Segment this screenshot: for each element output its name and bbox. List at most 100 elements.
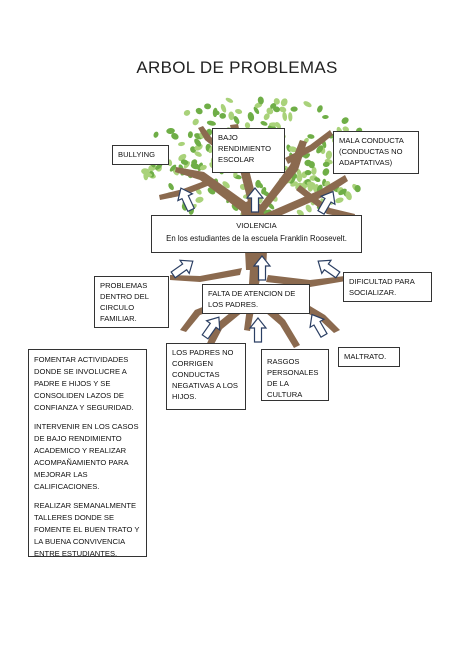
leaf: [166, 127, 175, 135]
leaf: [192, 118, 199, 126]
effect-line: (CONDUCTAS NO: [339, 147, 403, 156]
leaf: [219, 112, 226, 119]
leaf: [194, 151, 202, 157]
leaf: [263, 113, 270, 121]
leaf: [225, 97, 234, 103]
leaf: [206, 120, 216, 126]
leaf: [187, 131, 193, 139]
leaf: [342, 126, 349, 132]
solutions-box: FOMENTAR ACTIVIDADES DONDE SE INVOLUCRE …: [28, 349, 147, 558]
cause-line: NEGATIVAS A LOS: [172, 381, 238, 390]
leaf: [194, 138, 202, 147]
arrow-to-bajo-rendimiento: [245, 187, 265, 213]
core-problem-subtitle: En los estudiantes de la escuela Frankli…: [166, 234, 347, 243]
cause-falta-atencion: FALTA DE ATENCION DE LOS PADRES.: [202, 284, 310, 314]
leaf: [178, 141, 185, 147]
arrow-from-falta-atencion: [252, 255, 272, 281]
core-problem: VIOLENCIA En los estudiantes de la escue…: [151, 215, 362, 253]
leaf: [314, 177, 321, 183]
cause-line: FALTA DE ATENCION DE: [208, 289, 296, 298]
cause-maltrato: MALTRATO.: [338, 347, 400, 367]
arrow-from-dificultad: [317, 259, 341, 279]
core-problem-title: VIOLENCIA: [236, 221, 277, 230]
leaf: [304, 169, 312, 176]
solution-item: INTERVENIR EN LOS CASOS DE BAJO RENDIMIE…: [34, 422, 139, 491]
leaf: [307, 134, 315, 139]
leaf: [220, 103, 227, 113]
leaf: [273, 98, 280, 105]
effect-bullying: BULLYING: [112, 145, 169, 165]
leaf: [322, 168, 330, 176]
leaf: [306, 181, 316, 186]
leaf: [199, 164, 207, 171]
cause-padres-no-corrigen: LOS PADRES NO CORRIGEN CONDUCTAS NEGATIV…: [166, 343, 246, 410]
leaf: [153, 131, 159, 138]
leaf: [195, 196, 204, 203]
cause-line: HIJOS.: [172, 392, 197, 401]
leaf: [322, 114, 329, 120]
effect-mala-conducta: MALA CONDUCTA (CONDUCTAS NO ADAPTATIVAS): [333, 131, 419, 174]
leaf: [191, 159, 198, 166]
leaf: [233, 116, 240, 125]
leaf: [270, 103, 277, 109]
cause-line: RASGOS: [267, 357, 300, 366]
effect-line: ADAPTATIVAS): [339, 158, 393, 167]
cause-line: CONDUCTAS: [172, 370, 220, 379]
effect-line: ESCOLAR: [218, 155, 255, 164]
leaf: [228, 111, 235, 121]
leaf: [345, 191, 352, 201]
leaf: [325, 150, 333, 160]
cause-line: DIFICULTAD PARA: [349, 277, 415, 286]
leaf: [305, 204, 312, 213]
leaf: [354, 185, 361, 193]
leaf: [143, 172, 153, 178]
leaf: [178, 153, 187, 162]
arrow-to-bullying: [177, 187, 196, 213]
effect-bajo-rendimiento: BAJO RENDIMIENTO ESCOLAR: [212, 128, 285, 173]
leaf: [169, 164, 177, 172]
leaf: [317, 105, 323, 113]
leaf: [290, 106, 298, 112]
leaf: [303, 101, 312, 108]
leaf: [260, 121, 268, 126]
leaf: [341, 117, 349, 124]
cause-line: SOCIALIZAR.: [349, 288, 397, 297]
cause-line: DENTRO DEL: [100, 292, 149, 301]
leaf: [183, 109, 191, 116]
arrow-from-problemas: [170, 259, 194, 279]
cause-line: MALTRATO.: [344, 352, 387, 361]
leaf: [183, 161, 190, 169]
cause-dificultad-socializar: DIFICULTAD PARA SOCIALIZAR.: [343, 272, 432, 302]
effect-line: MALA CONDUCTA: [339, 136, 404, 145]
leaf: [282, 111, 288, 121]
effect-line: RENDIMIENTO: [218, 144, 272, 153]
cause-line: CORRIGEN: [172, 359, 213, 368]
leaf: [195, 107, 203, 115]
solution-item: REALIZAR SEMANALMENTE TALLERES DONDE SE …: [34, 501, 140, 558]
leaf: [168, 183, 174, 191]
cause-problemas-familiares: PROBLEMAS DENTRO DEL CIRCULO FAMILIAR.: [94, 276, 169, 328]
leaf: [212, 107, 218, 118]
leaf: [253, 106, 260, 115]
leaf: [269, 122, 279, 127]
leaf: [280, 98, 288, 107]
leaf: [171, 132, 179, 140]
leaf: [316, 145, 324, 154]
cause-rasgos-personales: RASGOS PERSONALES DE LA CULTURA: [261, 349, 329, 401]
leaf: [311, 167, 317, 175]
cause-line: DE LA CULTURA: [267, 379, 303, 399]
arrow-from-maltrato: [309, 313, 328, 338]
leaf: [180, 159, 189, 165]
leaf: [288, 112, 293, 122]
cause-line: CIRCULO: [100, 303, 135, 312]
leaf: [322, 161, 330, 168]
leaf: [247, 112, 255, 122]
leaf: [261, 186, 267, 195]
page-title: ARBOL DE PROBLEMAS: [136, 58, 338, 77]
leaf: [255, 179, 261, 188]
arrow-from-rasgos: [248, 317, 268, 343]
leaf: [266, 107, 274, 115]
effect-bullying-text: BULLYING: [118, 150, 155, 159]
leaf: [335, 197, 344, 204]
leaf: [296, 173, 303, 183]
